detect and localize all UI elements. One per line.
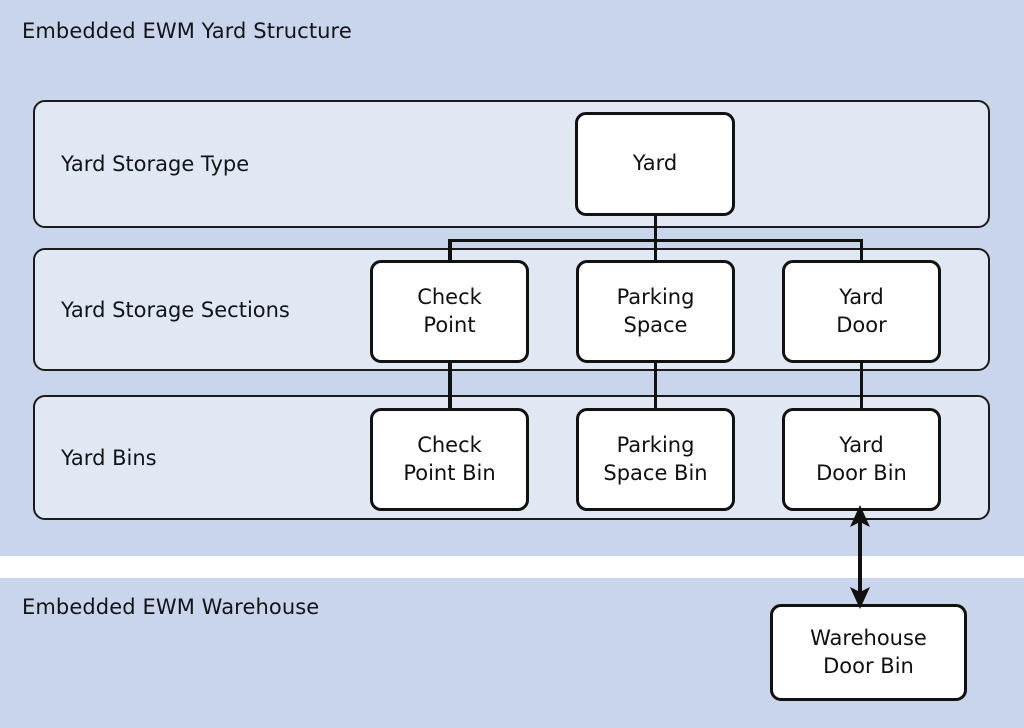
node-yard-door[interactable]: Yard Door bbox=[782, 260, 941, 363]
node-parking-space[interactable]: Parking Space bbox=[576, 260, 735, 363]
node-yard-door-bin-label-line1: Yard bbox=[839, 432, 884, 457]
band-label-yard-storage-sections: Yard Storage Sections bbox=[61, 297, 290, 322]
connector-yard-to-bus bbox=[653, 214, 657, 242]
node-yard-door-bin[interactable]: Yard Door Bin bbox=[782, 408, 941, 511]
node-check-point-bin[interactable]: Check Point Bin bbox=[370, 408, 529, 511]
node-parking-space-label-line1: Parking bbox=[616, 284, 695, 309]
node-yard-door-label-line1: Yard bbox=[839, 284, 884, 309]
panel-title-yard-structure: Embedded EWM Yard Structure bbox=[22, 19, 352, 43]
connector-yard-door-to-bin bbox=[859, 361, 863, 410]
node-check-point-bin-label-line2: Point Bin bbox=[403, 460, 496, 485]
connector-bus-to-parking-space bbox=[653, 238, 657, 263]
node-warehouse-door-bin[interactable]: Warehouse Door Bin bbox=[770, 604, 967, 701]
node-warehouse-door-bin-label-line1: Warehouse bbox=[810, 625, 927, 650]
node-parking-space-bin-label-line1: Parking bbox=[616, 432, 695, 457]
node-check-point-bin-label-line1: Check bbox=[417, 432, 482, 457]
node-yard-label: Yard bbox=[632, 151, 678, 176]
panel-title-warehouse: Embedded EWM Warehouse bbox=[22, 595, 320, 619]
connector-bus-to-yard-door bbox=[859, 238, 863, 263]
band-label-yard-storage-type: Yard Storage Type bbox=[61, 152, 250, 176]
band-label-yard-bins: Yard Bins bbox=[61, 445, 157, 470]
node-check-point-label-line2: Point bbox=[423, 312, 476, 337]
node-check-point[interactable]: Check Point bbox=[370, 260, 529, 363]
panel-separator bbox=[0, 556, 1024, 578]
node-yard-door-bin-label-line2: Door Bin bbox=[816, 460, 907, 485]
node-yard[interactable]: Yard bbox=[575, 112, 735, 216]
double-arrow-yard-door-bin-to-warehouse-door-bin bbox=[850, 505, 870, 609]
node-check-point-label-line1: Check bbox=[417, 284, 482, 309]
band-yard-storage-type: Yard Storage Type bbox=[33, 100, 990, 228]
node-yard-door-label-line2: Door bbox=[836, 312, 887, 337]
node-parking-space-bin-label-line2: Space Bin bbox=[603, 460, 708, 485]
node-warehouse-door-bin-label-line2: Door Bin bbox=[823, 653, 914, 678]
node-parking-space-bin[interactable]: Parking Space Bin bbox=[576, 408, 735, 511]
node-parking-space-label-line2: Space bbox=[623, 312, 688, 337]
connector-bus-to-check-point bbox=[448, 238, 452, 263]
connector-check-point-to-bin bbox=[448, 361, 452, 410]
connector-parking-space-to-bin bbox=[653, 361, 657, 410]
